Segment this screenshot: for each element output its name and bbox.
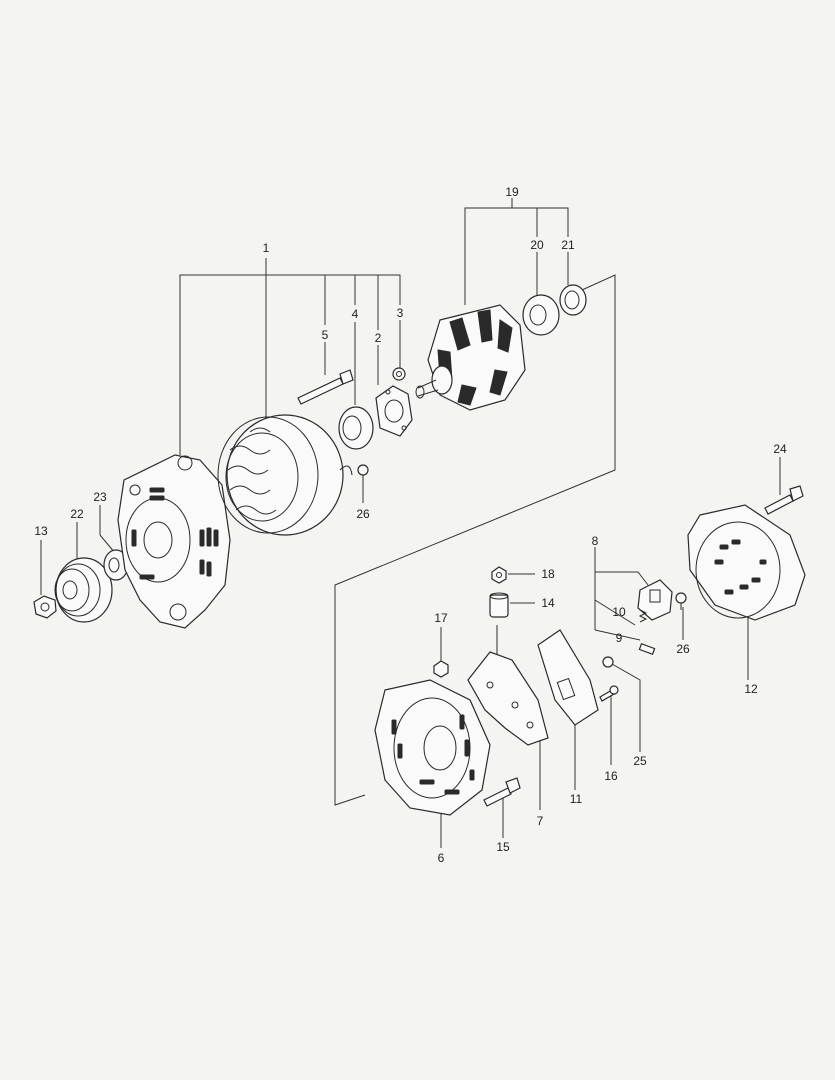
callout-20: 20 bbox=[530, 238, 544, 252]
stator bbox=[217, 414, 353, 536]
callout-2: 2 bbox=[375, 331, 382, 345]
rectifier-holder bbox=[467, 625, 549, 746]
callout-23: 23 bbox=[93, 490, 107, 504]
callout-26-lower: 26 bbox=[676, 642, 690, 656]
drive-end-frame bbox=[117, 454, 231, 629]
callout-12: 12 bbox=[744, 682, 758, 696]
front-bearing bbox=[338, 406, 374, 450]
callout-3: 3 bbox=[397, 306, 404, 320]
rear-bearing bbox=[522, 294, 560, 336]
ic-regulator bbox=[637, 579, 673, 621]
pulley-nut bbox=[33, 595, 57, 619]
frame-nut bbox=[433, 660, 449, 678]
callout-8: 8 bbox=[592, 534, 599, 548]
callout-10: 10 bbox=[612, 605, 626, 619]
rectifier-end-frame bbox=[374, 679, 491, 816]
callout-4: 4 bbox=[352, 307, 359, 321]
callout-5: 5 bbox=[322, 328, 329, 342]
rear-cover bbox=[687, 504, 806, 621]
screw-lower bbox=[675, 592, 687, 610]
leader-lines bbox=[40, 198, 781, 848]
rotor bbox=[415, 304, 526, 411]
terminal-bolt bbox=[483, 777, 521, 807]
brush-holder bbox=[537, 629, 599, 726]
callout-17: 17 bbox=[434, 611, 448, 625]
bearing-cover-ring bbox=[559, 284, 587, 316]
brush-holder-screws bbox=[599, 656, 619, 702]
retainer-screw bbox=[392, 367, 406, 381]
brush-and-spring bbox=[638, 609, 656, 655]
terminal-insulator bbox=[489, 592, 509, 618]
callout-22: 22 bbox=[70, 507, 84, 521]
screw-upper bbox=[357, 464, 369, 482]
callout-26-upper: 26 bbox=[356, 507, 370, 521]
pulley bbox=[54, 557, 113, 623]
terminal-nut bbox=[491, 566, 507, 584]
callout-labels: 1 2 3 4 5 6 7 8 9 10 11 12 13 14 15 16 1… bbox=[34, 185, 787, 865]
callout-7: 7 bbox=[537, 814, 544, 828]
callout-15: 15 bbox=[496, 840, 510, 854]
callout-19: 19 bbox=[505, 185, 519, 199]
callout-25: 25 bbox=[633, 754, 647, 768]
bearing-retainer-plate bbox=[375, 385, 413, 437]
callout-11: 11 bbox=[570, 792, 583, 806]
callout-21: 21 bbox=[561, 238, 575, 252]
callout-18: 18 bbox=[541, 567, 555, 581]
callout-14: 14 bbox=[541, 596, 555, 610]
callout-24: 24 bbox=[773, 442, 787, 456]
stud-bolt bbox=[297, 369, 354, 405]
callout-13: 13 bbox=[34, 524, 48, 538]
callout-1: 1 bbox=[263, 241, 270, 255]
callout-16: 16 bbox=[604, 769, 618, 783]
through-bolt bbox=[764, 485, 804, 515]
callout-6: 6 bbox=[438, 851, 445, 865]
callout-9: 9 bbox=[616, 631, 623, 645]
